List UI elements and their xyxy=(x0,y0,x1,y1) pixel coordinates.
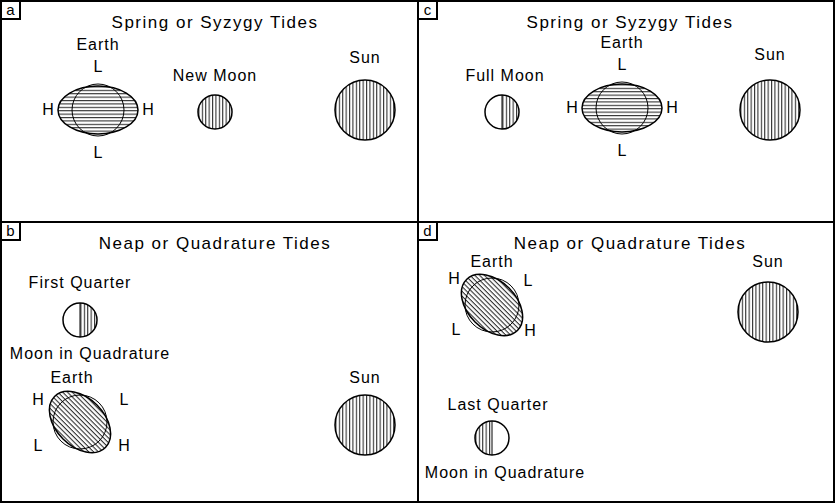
panel-letter-text: c xyxy=(424,2,432,17)
moon-hatch xyxy=(475,421,492,455)
body-label: Earth xyxy=(50,370,93,386)
sun-disc-shape xyxy=(332,77,398,143)
sun-disc-shape xyxy=(735,279,801,345)
body-label: Sun xyxy=(752,254,783,270)
body-label: Sun xyxy=(349,50,380,66)
panel-title: Neap or Quadrature Tides xyxy=(99,235,332,252)
tide-letter: L xyxy=(94,59,103,75)
body-label: Moon in Quadrature xyxy=(10,346,170,362)
tide-panel: Neap or Quadrature TidesbFirst QuarterMo… xyxy=(0,221,419,503)
body-label: Earth xyxy=(76,37,119,53)
sun-disc-shape xyxy=(737,77,803,143)
panel-letter: c xyxy=(417,0,438,20)
earth-globe: Earth xyxy=(54,66,142,154)
moon-disc: Last QuarterMoon in Quadrature xyxy=(472,418,512,458)
moon-outline xyxy=(475,421,509,455)
tide-letter: L xyxy=(94,145,103,161)
tide-letter: H xyxy=(448,271,460,287)
earth-globe-shape xyxy=(452,265,532,345)
moon-terminator xyxy=(492,421,493,455)
tidal-bulge xyxy=(58,86,138,134)
tide-letter: L xyxy=(618,143,627,159)
sun-disc: Sun xyxy=(332,77,398,143)
sun-outline xyxy=(740,80,800,140)
sun-outline xyxy=(335,395,395,455)
body-label: New Moon xyxy=(173,68,257,84)
panel-title: Spring or Syzygy Tides xyxy=(527,14,734,31)
tide-letter: H xyxy=(666,100,678,116)
tide-panel: Spring or Syzygy TidesaEarthNew MoonSun xyxy=(0,0,419,223)
tide-letter: L xyxy=(120,392,129,408)
moon-outline xyxy=(198,95,232,129)
tide-panel: Neap or Quadrature TidesdEarthSunLast Qu… xyxy=(417,221,835,503)
body-label: Full Moon xyxy=(465,68,544,84)
body-label: Sun xyxy=(754,47,785,63)
sun-disc-shape xyxy=(332,392,398,458)
tide-letter: L xyxy=(34,438,43,454)
earth-outline xyxy=(596,82,648,134)
moon-hatch xyxy=(502,95,519,129)
panel-letter-text: a xyxy=(6,2,14,17)
tidal-bulge xyxy=(38,380,123,465)
earth-globe: Earth xyxy=(578,64,666,152)
body-label: Moon in Quadrature xyxy=(425,465,585,481)
tide-letter: H xyxy=(32,392,44,408)
moon-outline xyxy=(485,95,519,129)
earth-globe: Earth xyxy=(452,265,532,345)
body-label: First Quarter xyxy=(29,275,132,291)
panel-letter: a xyxy=(0,0,21,20)
moon-terminator xyxy=(502,95,503,129)
moon-disc-shape xyxy=(195,92,235,132)
panel-title: Neap or Quadrature Tides xyxy=(514,235,747,252)
body-label: Last Quarter xyxy=(448,397,549,413)
tide-panel: Spring or Syzygy TidescFull MoonEarthSun xyxy=(417,0,835,223)
earth-outline xyxy=(72,84,124,136)
tide-letter: H xyxy=(566,100,578,116)
moon-outline xyxy=(63,303,97,337)
tide-letter: L xyxy=(618,57,627,73)
sun-disc: Sun xyxy=(735,279,801,345)
tidal-bulge xyxy=(450,263,535,348)
earth-globe: Earth xyxy=(40,382,120,462)
moon-disc-shape xyxy=(60,300,100,340)
panel-title: Spring or Syzygy Tides xyxy=(112,14,319,31)
panel-letter-text: d xyxy=(423,223,431,238)
earth-globe-shape xyxy=(40,382,120,462)
tide-letter: H xyxy=(42,102,54,118)
moon-disc: First QuarterMoon in Quadrature xyxy=(60,300,100,340)
earth-globe-shape xyxy=(578,64,666,152)
sun-disc: Sun xyxy=(737,77,803,143)
moon-terminator xyxy=(80,303,81,337)
moon-disc-shape xyxy=(482,92,522,132)
moon-disc: Full Moon xyxy=(482,92,522,132)
panel-letter: d xyxy=(417,221,438,241)
moon-disc: New Moon xyxy=(195,92,235,132)
panel-letter: b xyxy=(0,221,21,241)
tide-letter: H xyxy=(118,438,130,454)
panel-letter-text: b xyxy=(6,223,14,238)
moon-hatch xyxy=(80,303,97,337)
body-label: Earth xyxy=(600,35,643,51)
sun-outline xyxy=(335,80,395,140)
sun-disc: Sun xyxy=(332,392,398,458)
tide-letter: L xyxy=(452,322,461,338)
sun-outline xyxy=(738,282,798,342)
body-label: Earth xyxy=(470,254,513,270)
tide-letter: H xyxy=(142,102,154,118)
earth-globe-shape xyxy=(54,66,142,154)
tide-letter: L xyxy=(524,273,533,289)
tide-letter: H xyxy=(524,323,536,339)
moon-disc-shape xyxy=(472,418,512,458)
body-label: Sun xyxy=(349,370,380,386)
moon-hatch xyxy=(198,95,232,129)
tidal-bulge xyxy=(582,84,662,132)
